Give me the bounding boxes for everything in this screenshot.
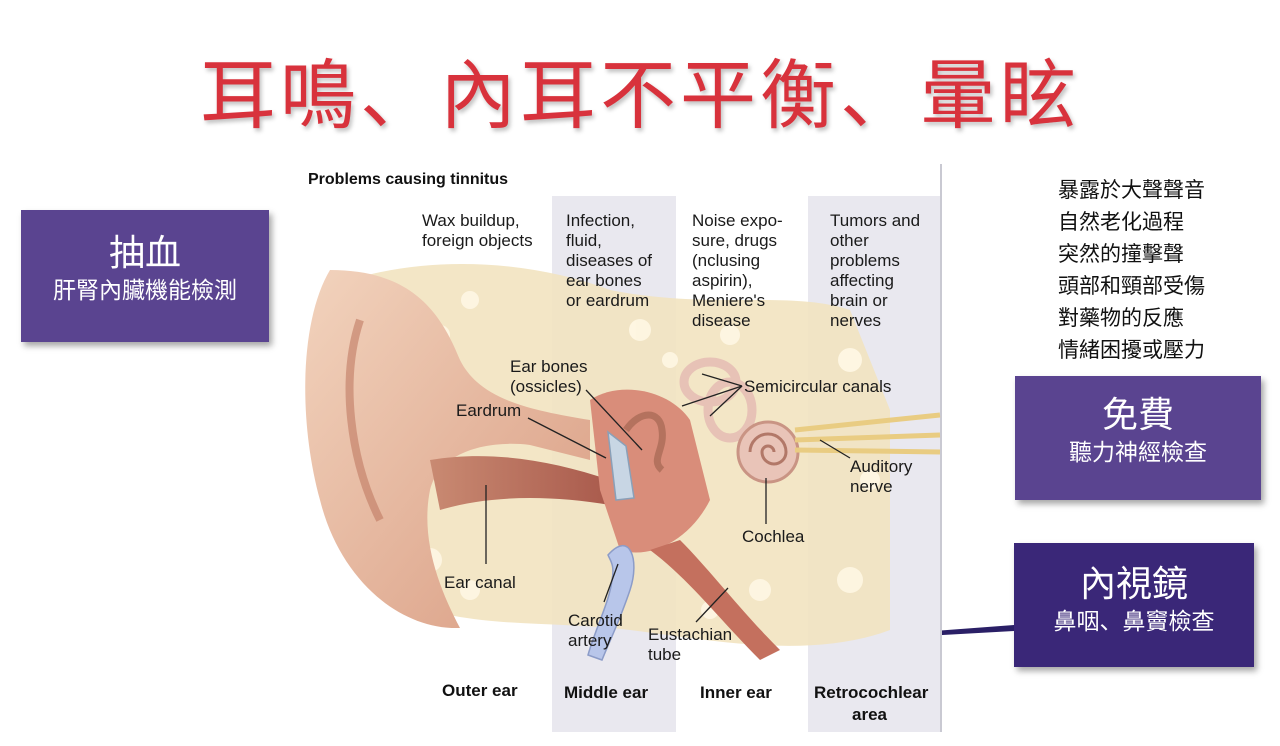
- cause-column-retro: Tumors and other problems affecting brai…: [830, 211, 920, 330]
- svg-text:fluid,: fluid,: [566, 231, 602, 250]
- section-outer-ear: Outer ear: [442, 681, 518, 700]
- cause-item: 暴露於大聲聲音: [1058, 178, 1205, 202]
- svg-text:disease: disease: [692, 311, 751, 330]
- carotid-artery-shape: [587, 545, 635, 661]
- cause-item: 對藥物的反應: [1058, 306, 1184, 330]
- page-title: 耳鳴、內耳不平衡、暈眩: [200, 51, 1080, 140]
- label-semicircular-canals: Semicircular canals: [744, 377, 891, 396]
- ossicles-shape: [623, 411, 666, 473]
- cause-item: 突然的撞擊聲: [1058, 242, 1184, 266]
- blood-test-subtitle: 肝腎內臟機能檢測: [53, 278, 237, 304]
- causes-list: 暴露於大聲聲音 自然老化過程 突然的撞擊聲 頭部和頸部受傷 對藥物的反應 情緒困…: [1058, 174, 1205, 366]
- section-inner-ear: Inner ear: [700, 683, 772, 702]
- svg-text:Noise expo-: Noise expo-: [692, 211, 783, 230]
- label-ear-canal: Ear canal: [444, 573, 516, 592]
- label-artery: artery: [568, 631, 612, 650]
- hearing-test-subtitle: 聽力神經檢查: [1069, 440, 1207, 466]
- label-nerve: nerve: [850, 477, 893, 496]
- svg-text:sure, drugs: sure, drugs: [692, 231, 777, 250]
- svg-text:Tumors and: Tumors and: [830, 211, 920, 230]
- leader-lines: [485, 373, 851, 623]
- eustachian-tube-shape: [650, 540, 780, 660]
- label-ear-bones: Ear bones: [510, 357, 588, 376]
- svg-text:or eardrum: or eardrum: [566, 291, 649, 310]
- svg-text:other: other: [830, 231, 869, 250]
- hearing-test-title: 免費: [1101, 395, 1174, 436]
- ear-diagram: Problems causing tinnitus Wax buildup, f…: [290, 160, 942, 732]
- svg-text:diseases of: diseases of: [566, 251, 652, 270]
- svg-text:affecting: affecting: [830, 271, 894, 290]
- label-carotid: Carotid: [568, 611, 623, 630]
- svg-text:foreign objects: foreign objects: [422, 231, 533, 250]
- outer-ear-shape: [305, 270, 590, 629]
- label-eustachian: Eustachian: [648, 625, 732, 644]
- label-cochlea: Cochlea: [742, 527, 805, 546]
- cause-item: 頭部和頸部受傷: [1058, 274, 1205, 298]
- label-ossicles: (ossicles): [510, 377, 582, 396]
- section-middle-ear: Middle ear: [564, 683, 648, 702]
- svg-text:Infection,: Infection,: [566, 211, 635, 230]
- section-area: area: [852, 705, 888, 724]
- cause-column-middle: Infection, fluid, diseases of ear bones …: [566, 211, 652, 310]
- endoscope-title: 內視鏡: [1079, 564, 1188, 605]
- diagram-heading: Problems causing tinnitus: [308, 171, 508, 188]
- blood-test-box: 抽血 肝腎內臟機能檢測: [21, 210, 269, 342]
- cause-column-inner: Noise expo- sure, drugs (nclusing aspiri…: [692, 211, 783, 330]
- section-retrocochlear: Retrocochlear: [814, 683, 929, 702]
- svg-text:nerves: nerves: [830, 311, 881, 330]
- cause-item: 情緒困擾或壓力: [1058, 338, 1205, 362]
- endoscope-box: 內視鏡 鼻咽、鼻竇檢查: [1014, 543, 1254, 667]
- auditory-nerve-shape: [794, 412, 941, 455]
- ear-canal-shape: [430, 456, 610, 510]
- label-auditory: Auditory: [850, 457, 913, 476]
- svg-text:brain or: brain or: [830, 291, 888, 310]
- svg-text:(nclusing: (nclusing: [692, 251, 760, 270]
- cochlea-shape: [736, 420, 800, 484]
- svg-text:ear bones: ear bones: [566, 271, 642, 290]
- svg-text:Meniere's: Meniere's: [692, 291, 765, 310]
- svg-text:problems: problems: [830, 251, 900, 270]
- svg-text:Wax buildup,: Wax buildup,: [422, 211, 520, 230]
- endoscope-subtitle: 鼻咽、鼻竇檢查: [1053, 609, 1215, 635]
- cause-item: 自然老化過程: [1058, 210, 1184, 234]
- label-tube: tube: [648, 645, 681, 664]
- blood-test-title: 抽血: [108, 233, 181, 274]
- eardrum-shape: [607, 430, 635, 501]
- hearing-test-box: 免費 聽力神經檢查: [1015, 376, 1261, 500]
- cause-column-outer: Wax buildup, foreign objects: [422, 211, 533, 250]
- label-eardrum: Eardrum: [456, 401, 521, 420]
- svg-text:aspirin),: aspirin),: [692, 271, 752, 290]
- middle-ear-shape: [590, 389, 710, 553]
